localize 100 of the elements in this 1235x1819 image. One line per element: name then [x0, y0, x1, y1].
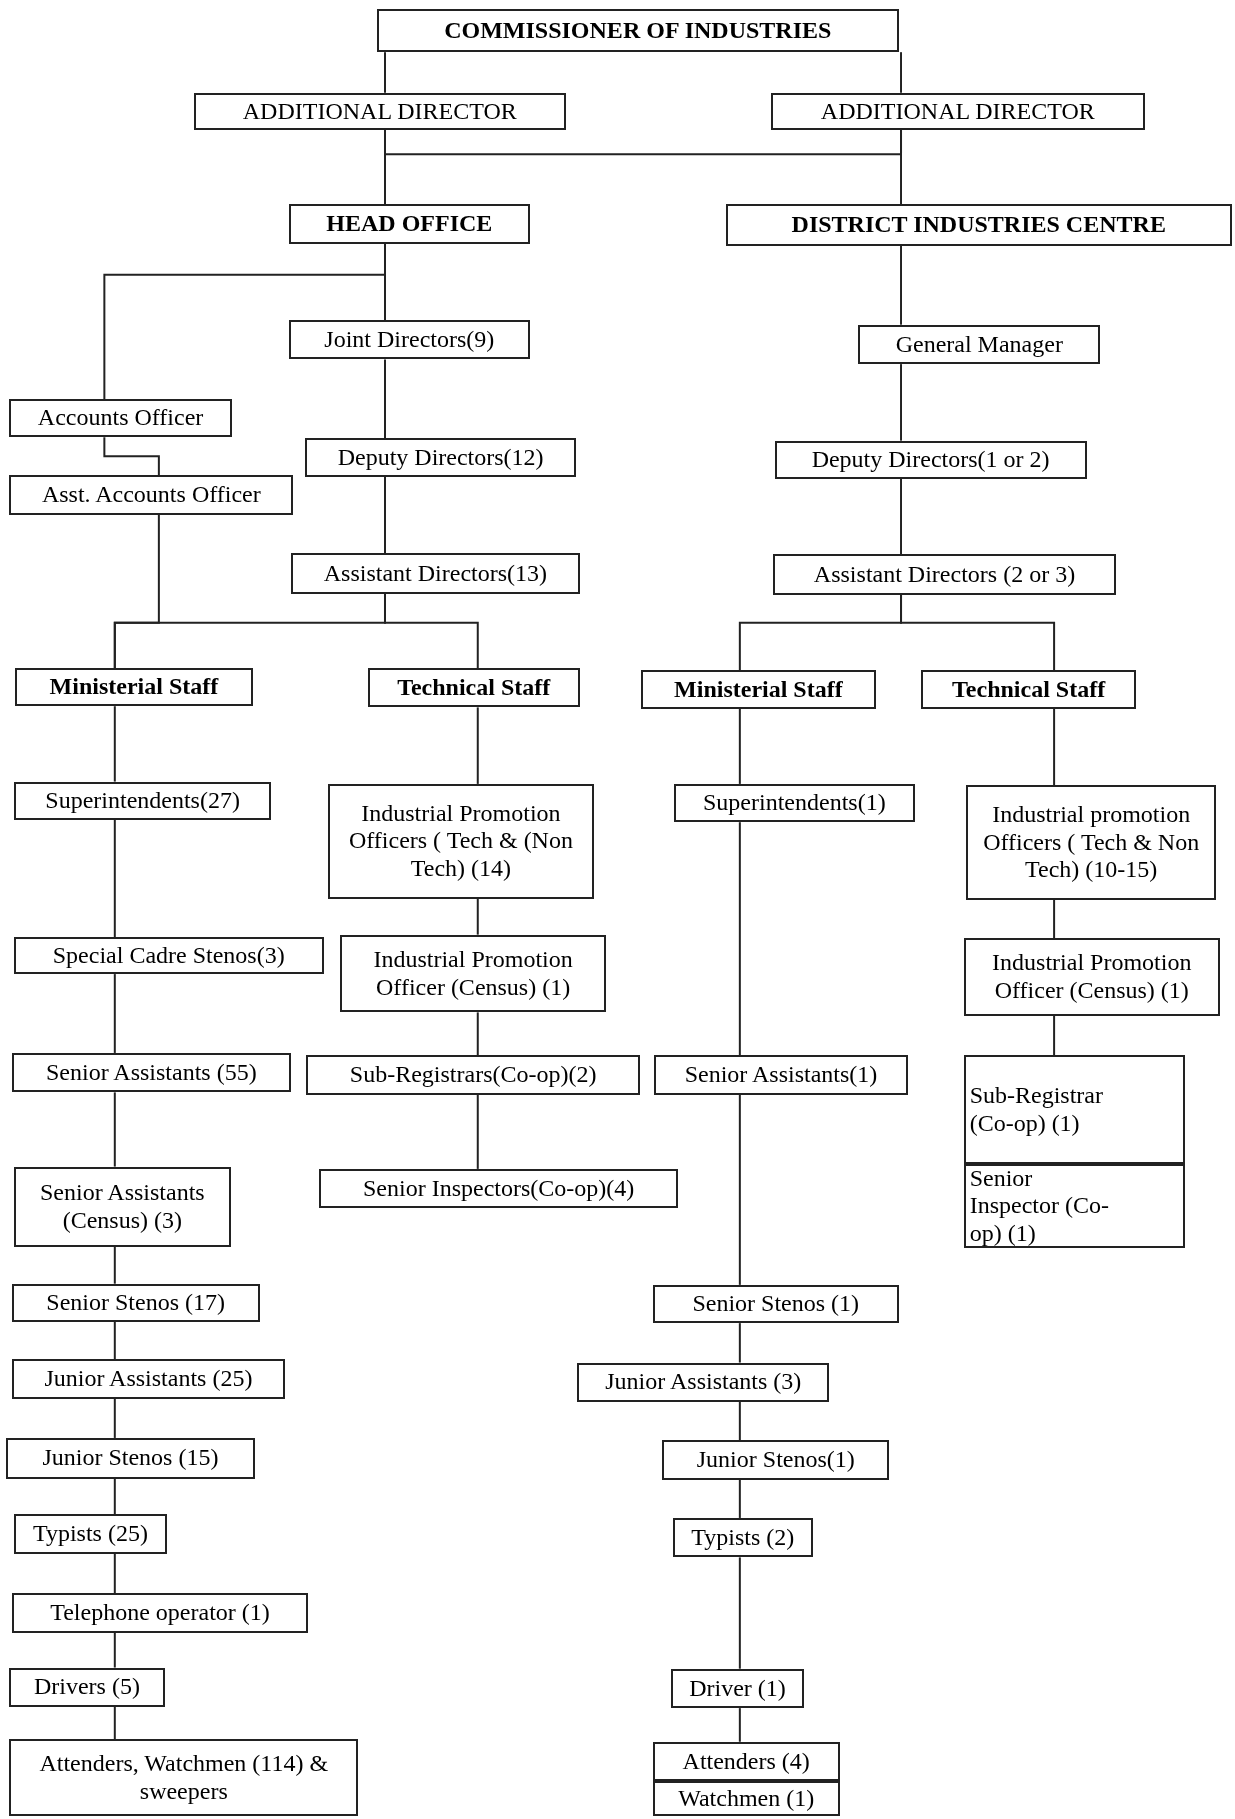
org-box	[577, 1362, 830, 1402]
connector-line	[1053, 1014, 1056, 1057]
org-box	[652, 1741, 840, 1782]
position-text: Senior Inspectors(Co-op)(4)	[363, 1174, 635, 1203]
org-box	[306, 1055, 641, 1095]
heading-text: Ministerial Staff	[674, 675, 843, 704]
position-text: Junior Assistants (3)	[605, 1368, 802, 1397]
position-text: ADDITIONAL DIRECTOR	[820, 97, 1095, 126]
org-box	[13, 936, 324, 975]
position-text: Deputy Directors(12)	[337, 443, 544, 472]
position-text: Industrial Promotion Officer (Census) (1)	[991, 949, 1193, 1005]
connector-line	[900, 593, 1056, 672]
heading-text: DISTRICT INDUSTRIES CENTRE	[791, 211, 1166, 239]
position-text: ADDITIONAL DIRECTOR	[242, 97, 517, 126]
heading-text: COMMISSIONER OF INDUSTRIES	[444, 16, 832, 45]
org-box	[662, 1440, 890, 1480]
org-box	[963, 1164, 1186, 1248]
position-text: Assistant Directors (2 or 3)	[813, 560, 1076, 589]
org-box	[9, 398, 232, 438]
connector-line	[738, 1093, 741, 1286]
position-text: Junior Assistants (25)	[44, 1365, 253, 1393]
connector-line	[113, 1552, 116, 1595]
org-box	[673, 783, 915, 823]
connector-line	[113, 818, 116, 938]
connector-line	[113, 1631, 116, 1669]
org-box	[5, 1437, 256, 1479]
connector-line	[900, 128, 903, 206]
connector-line	[103, 436, 160, 477]
position-text: Junior Stenos (15)	[42, 1444, 219, 1472]
position-text: Telephone operator (1)	[50, 1599, 270, 1627]
connector-line	[384, 51, 386, 94]
org-box	[641, 670, 876, 709]
connector-line	[384, 128, 386, 206]
connector-line	[738, 1322, 741, 1364]
org-box	[328, 783, 594, 899]
connector-line	[738, 1478, 741, 1519]
org-box	[339, 934, 607, 1013]
org-box	[318, 1168, 679, 1209]
position-text: Driver (1)	[689, 1674, 786, 1703]
connector-line	[113, 1245, 116, 1285]
connector-line	[113, 513, 160, 669]
connector-line	[113, 1091, 116, 1168]
position-text: Industrial Promotion Officer (Census) (1)	[372, 945, 574, 1002]
org-box	[304, 438, 577, 477]
position-text: Senior Stenos (1)	[692, 1290, 860, 1318]
connector-line	[738, 821, 741, 1057]
org-box	[367, 667, 580, 708]
connector-line	[1053, 707, 1056, 787]
position-text: Sub-Registrars(Co-op)(2)	[349, 1061, 597, 1089]
org-box	[9, 1667, 165, 1707]
position-text: Senior Stenos (17)	[46, 1289, 225, 1317]
position-text: Typists (25)	[32, 1520, 148, 1548]
position-text: Senior Assistants (Census) (3)	[39, 1179, 206, 1235]
connector-line	[476, 1011, 479, 1057]
org-box	[671, 1668, 804, 1709]
position-text: Industrial Promotion Officers ( Tech & (Non Tech) (14)	[347, 799, 574, 883]
position-text: Attenders, Watchmen (114) & sweepers	[38, 1750, 330, 1806]
position-text: Junior Stenos(1)	[696, 1446, 855, 1474]
position-text: Asst. Accounts Officer	[41, 481, 261, 509]
position-text: Special Cadre Stenos(3)	[52, 941, 285, 970]
org-box	[15, 667, 253, 707]
org-box	[11, 1052, 292, 1093]
position-text: Accounts Officer	[37, 404, 204, 432]
org-box	[774, 440, 1087, 479]
org-box	[652, 1284, 899, 1324]
connector-line	[900, 477, 903, 556]
position-text: Joint Directors(9)	[324, 325, 495, 354]
connector-line	[113, 1397, 116, 1439]
org-box	[672, 1517, 813, 1558]
connector-line	[113, 705, 116, 783]
org-box	[920, 670, 1137, 709]
position-text: Typists (2)	[691, 1523, 795, 1552]
org-box	[13, 1514, 167, 1554]
position-text: General Manager	[895, 330, 1063, 359]
org-box	[11, 1283, 260, 1322]
position-text: Attenders (4)	[682, 1747, 810, 1776]
org-box	[376, 9, 899, 53]
org-box	[291, 553, 580, 594]
org-box	[963, 938, 1220, 1016]
connector-line	[476, 706, 479, 785]
position-text: Senior Assistants(1)	[684, 1061, 878, 1089]
org-box	[288, 320, 530, 360]
connector-line	[113, 1320, 116, 1361]
org-box	[193, 92, 566, 130]
connector-line	[384, 592, 479, 669]
heading-text: Ministerial Staff	[49, 673, 219, 701]
heading-text: Technical Staff	[952, 675, 1106, 704]
connector-line	[476, 1093, 479, 1170]
position-text: Senior Assistants (55)	[46, 1058, 257, 1087]
org-box	[652, 1781, 840, 1816]
org-box	[9, 1739, 359, 1816]
org-box	[963, 1055, 1186, 1165]
position-text: Watchmen (1)	[678, 1784, 815, 1813]
connector-line	[900, 363, 903, 442]
org-box	[13, 781, 272, 820]
position-text: Assistant Directors(13)	[323, 559, 548, 588]
org-box	[858, 324, 1101, 365]
connector-line	[113, 1705, 116, 1741]
org-box	[771, 92, 1145, 130]
org-box	[11, 1593, 309, 1633]
